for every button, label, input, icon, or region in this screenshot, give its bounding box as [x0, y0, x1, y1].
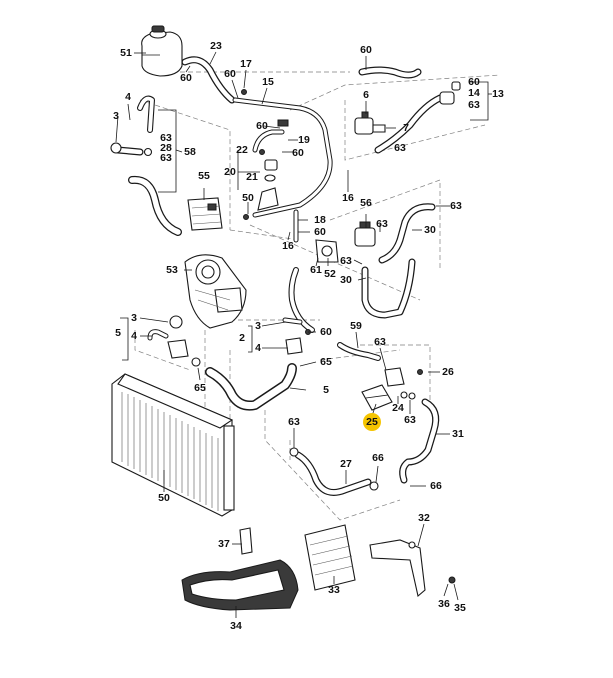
- valve-6: [354, 111, 386, 135]
- hose-upper-right: [358, 66, 461, 154]
- label-27: 27: [340, 458, 352, 470]
- label-63: 63: [374, 336, 386, 348]
- leader-lines: [115, 51, 492, 618]
- label-18: 18: [314, 214, 326, 226]
- hose-59: [288, 267, 381, 361]
- label-63: 63: [376, 218, 388, 230]
- label-37: 37: [218, 538, 230, 550]
- label-50: 50: [242, 192, 254, 204]
- label-5: 5: [323, 384, 329, 396]
- label-33: 33: [328, 584, 340, 596]
- hose-31: [399, 398, 440, 484]
- label-23: 23: [210, 40, 222, 52]
- label-16: 16: [342, 192, 354, 204]
- label-16: 16: [282, 240, 294, 252]
- label-52: 52: [324, 268, 336, 280]
- label-60: 60: [224, 68, 236, 80]
- label-63: 63: [340, 255, 352, 267]
- radiator-50: [111, 373, 235, 517]
- label-13: 13: [492, 88, 504, 100]
- label-60: 60: [320, 326, 332, 338]
- bolt-17: [241, 89, 247, 95]
- label-22: 22: [236, 144, 248, 156]
- label-56: 56: [360, 197, 372, 209]
- expansion-tank: [141, 25, 183, 77]
- label-30: 30: [340, 274, 352, 286]
- label-32: 32: [418, 512, 430, 524]
- callout-labels: 51 23 60 60 17 15 60 60 14 13 63 4 3 63 …: [113, 40, 504, 632]
- label-66: 66: [372, 452, 384, 464]
- label-63: 63: [160, 152, 172, 164]
- label-61: 61: [310, 264, 322, 276]
- label-63: 63: [160, 132, 172, 144]
- label-55: 55: [198, 170, 210, 182]
- label-17: 17: [240, 58, 252, 70]
- label-24: 24: [392, 402, 404, 414]
- label-63: 63: [468, 99, 480, 111]
- label-60: 60: [256, 120, 268, 132]
- label-60: 60: [360, 44, 372, 56]
- label-3: 3: [113, 110, 119, 122]
- label-4: 4: [131, 330, 137, 342]
- label-21: 21: [246, 171, 258, 183]
- fittings-left-5: [147, 315, 201, 367]
- air-duct-34: [181, 527, 299, 611]
- fittings-2-group: [282, 317, 311, 355]
- hose-23: [181, 56, 236, 104]
- label-25-highlighted: 25: [366, 416, 378, 428]
- label-35: 35: [454, 602, 466, 614]
- label-20: 20: [224, 166, 236, 178]
- label-7: 7: [403, 122, 409, 134]
- label-3: 3: [255, 320, 261, 332]
- label-65: 65: [320, 356, 332, 368]
- label-63: 63: [394, 142, 406, 154]
- label-50: 50: [158, 492, 170, 504]
- label-34: 34: [230, 620, 242, 632]
- label-14: 14: [468, 87, 480, 99]
- label-3: 3: [131, 312, 137, 324]
- label-60: 60: [180, 72, 192, 84]
- hose-30: [361, 203, 436, 319]
- label-63: 63: [288, 416, 300, 428]
- label-36: 36: [438, 598, 450, 610]
- label-6: 6: [363, 89, 369, 101]
- label-4: 4: [125, 91, 131, 103]
- label-19: 19: [298, 134, 310, 146]
- label-60: 60: [468, 76, 480, 88]
- label-59: 59: [350, 320, 362, 332]
- pipe-15: [232, 97, 333, 218]
- label-2: 2: [239, 332, 245, 344]
- label-63: 63: [450, 200, 462, 212]
- label-65: 65: [194, 382, 206, 394]
- thermostat-56: [354, 221, 376, 247]
- module-33: [304, 524, 356, 591]
- label-31: 31: [452, 428, 464, 440]
- label-26: 26: [442, 366, 454, 378]
- label-30: 30: [424, 224, 436, 236]
- hose-58-group: [110, 95, 182, 236]
- label-51: 51: [120, 47, 132, 59]
- coolant-flange-52: [293, 209, 339, 263]
- label-28: 28: [160, 142, 172, 154]
- label-53: 53: [166, 264, 178, 276]
- label-60: 60: [314, 226, 326, 238]
- label-63: 63: [404, 414, 416, 426]
- oil-cooler-55: [187, 197, 249, 231]
- highlight-circle-25: [363, 413, 381, 431]
- label-15: 15: [262, 76, 274, 88]
- pump-housing-53: [184, 254, 247, 329]
- bracket-32: [369, 539, 456, 598]
- hose-27: [289, 447, 379, 496]
- fittings-19-22: [252, 119, 289, 211]
- bracket-25: [361, 367, 423, 411]
- label-66: 66: [430, 480, 442, 492]
- label-5: 5: [115, 327, 121, 339]
- label-58: 58: [184, 146, 196, 158]
- hose-5-lower: [205, 363, 297, 411]
- label-4: 4: [255, 342, 261, 354]
- label-60: 60: [292, 147, 304, 159]
